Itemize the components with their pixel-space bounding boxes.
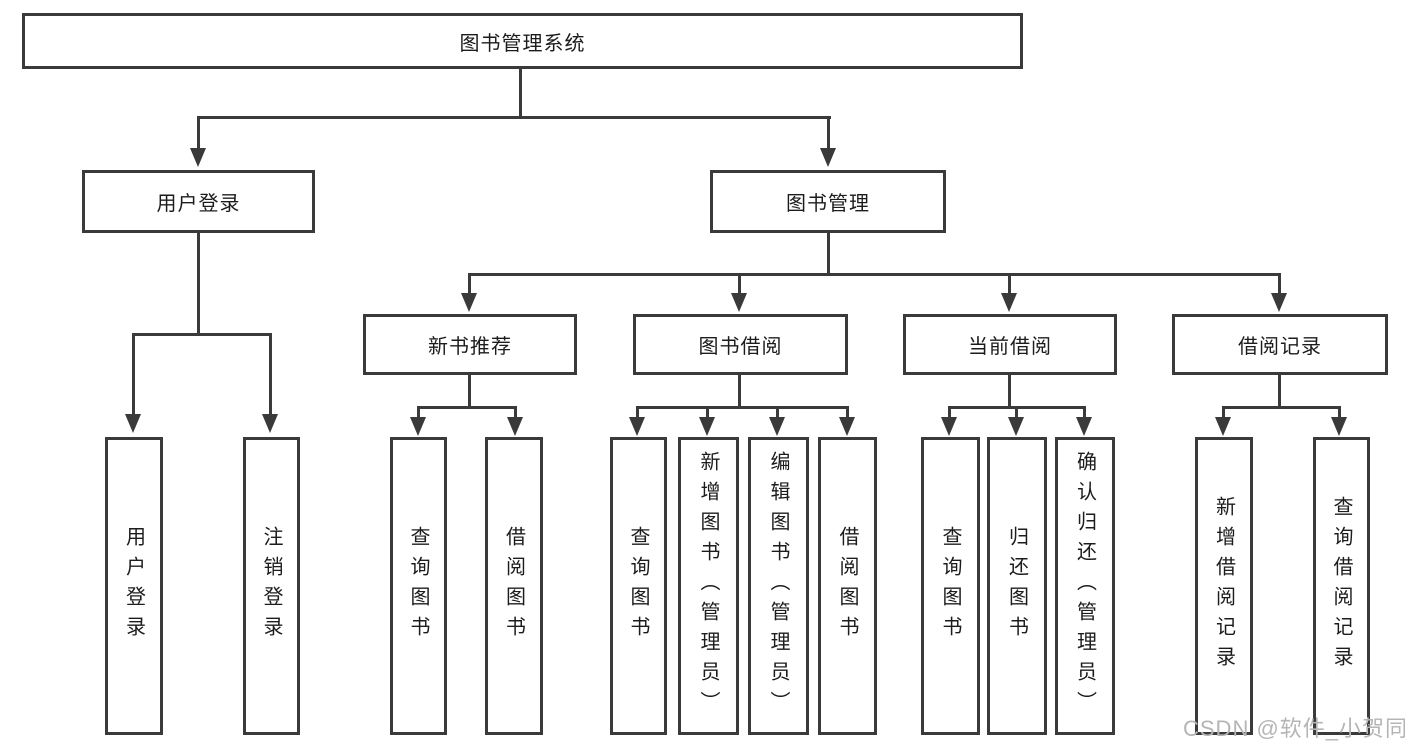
connector-arrow-stem bbox=[1278, 273, 1281, 295]
connector-arrow-stem bbox=[132, 333, 135, 415]
connector-arrow-stem bbox=[1008, 273, 1011, 295]
leaf-return-book: 归还图书 bbox=[987, 437, 1047, 735]
connector-arrow-stem bbox=[948, 406, 951, 419]
arrow-down-icon bbox=[461, 293, 477, 312]
leaf-query-books-current: 查询图书 bbox=[921, 437, 980, 735]
connector-arrow-stem bbox=[706, 406, 709, 419]
arrow-down-icon bbox=[839, 417, 855, 436]
connector-bookmgmt-bar bbox=[468, 273, 1281, 276]
connector-borrow-bar bbox=[636, 406, 849, 409]
node-root: 图书管理系统 bbox=[22, 13, 1023, 69]
node-user-login: 用户登录 bbox=[82, 170, 315, 233]
leaf-confirm-return-admin: 确认归还（管理员） bbox=[1055, 437, 1115, 735]
arrow-down-icon bbox=[1331, 417, 1347, 436]
leaf-borrow-books-recommend: 借阅图书 bbox=[485, 437, 543, 735]
leaf-add-book-admin: 新增图书（管理员） bbox=[678, 437, 739, 735]
connector-arrow-stem bbox=[1222, 406, 1225, 419]
leaf-query-books-recommend: 查询图书 bbox=[390, 437, 447, 735]
arrow-down-icon bbox=[1008, 417, 1024, 436]
arrow-down-icon bbox=[1076, 417, 1092, 436]
leaf-logout: 注销登录 bbox=[243, 437, 300, 735]
node-borrow-records: 借阅记录 bbox=[1172, 314, 1388, 375]
connector-arrow-stem bbox=[846, 406, 849, 419]
connector-arrow-stem bbox=[738, 273, 741, 295]
arrow-down-icon bbox=[125, 414, 141, 433]
connector-records-bar bbox=[1222, 406, 1341, 409]
arrow-down-icon bbox=[507, 417, 523, 436]
arrow-down-icon bbox=[1271, 293, 1287, 312]
connector-root-stem bbox=[519, 69, 522, 119]
connector-arrow-stem bbox=[1015, 406, 1018, 419]
connector-userlogin-bar bbox=[132, 333, 272, 336]
watermark: CSDN @软件_小贺同学 bbox=[1183, 716, 1405, 741]
connector-records-stem bbox=[1278, 375, 1281, 409]
connector-newbook-bar bbox=[417, 406, 517, 409]
leaf-edit-book-admin: 编辑图书（管理员） bbox=[748, 437, 809, 735]
arrow-down-icon bbox=[629, 417, 645, 436]
connector-arrow-stem bbox=[636, 406, 639, 419]
arrow-down-icon bbox=[941, 417, 957, 436]
connector-arrow-stem bbox=[1083, 406, 1086, 419]
connector-root-bar bbox=[197, 116, 831, 119]
connector-bookmgmt-stem bbox=[827, 233, 830, 276]
node-new-book-recommend: 新书推荐 bbox=[363, 314, 577, 375]
node-current-borrow: 当前借阅 bbox=[903, 314, 1117, 375]
node-book-borrow: 图书借阅 bbox=[633, 314, 848, 375]
leaf-borrow-books: 借阅图书 bbox=[818, 437, 877, 735]
arrow-down-icon bbox=[731, 293, 747, 312]
leaf-query-borrow-record: 查询借阅记录 bbox=[1313, 437, 1370, 735]
connector-arrow-stem bbox=[1338, 406, 1341, 419]
connector-arrow-stem bbox=[514, 406, 517, 419]
arrow-down-icon bbox=[262, 414, 278, 433]
connector-newbook-stem bbox=[468, 375, 471, 409]
connector-arrow-stem bbox=[776, 406, 779, 419]
connector-arrow-stem bbox=[468, 273, 471, 295]
arrow-down-icon bbox=[769, 417, 785, 436]
leaf-add-borrow-record: 新增借阅记录 bbox=[1195, 437, 1253, 735]
arrow-down-icon bbox=[1215, 417, 1231, 436]
leaf-query-books-borrow: 查询图书 bbox=[610, 437, 667, 735]
node-book-management: 图书管理 bbox=[710, 170, 946, 233]
arrow-down-icon bbox=[820, 148, 836, 167]
arrow-down-icon bbox=[410, 417, 426, 436]
connector-arrow-stem bbox=[417, 406, 420, 419]
arrow-down-icon bbox=[1001, 293, 1017, 312]
connector-arrow-stem bbox=[827, 116, 830, 150]
connector-arrow-stem bbox=[269, 333, 272, 415]
arrow-down-icon bbox=[190, 148, 206, 167]
arrow-down-icon bbox=[699, 417, 715, 436]
connector-userlogin-stem bbox=[197, 233, 200, 335]
leaf-user-login: 用户登录 bbox=[105, 437, 163, 735]
connector-current-stem bbox=[1008, 375, 1011, 409]
connector-arrow-stem bbox=[197, 116, 200, 150]
connector-borrow-stem bbox=[738, 375, 741, 409]
